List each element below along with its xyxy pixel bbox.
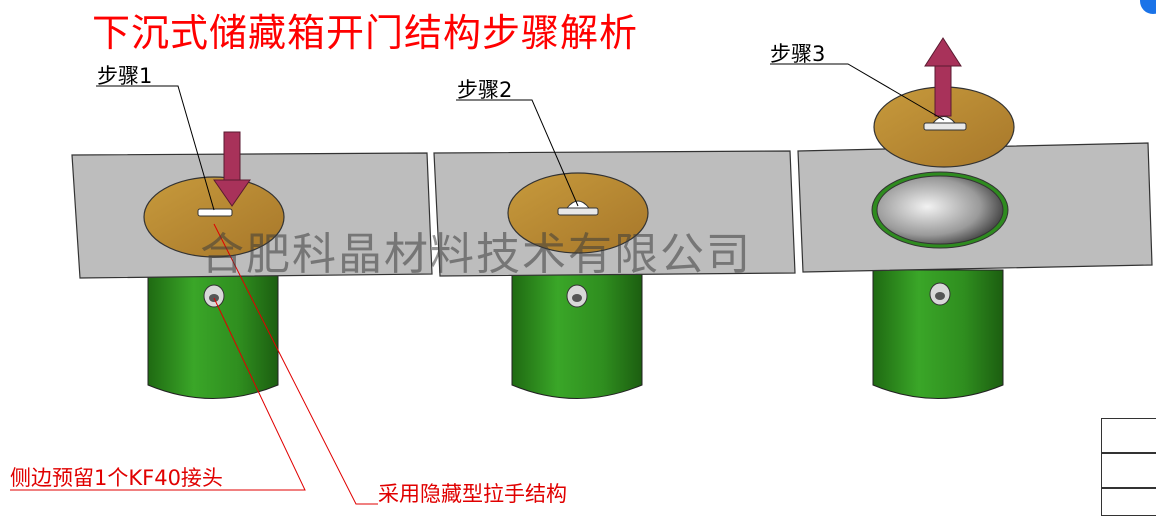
handle-annotation: 采用隐藏型拉手结构 <box>378 482 567 506</box>
handle-2 <box>557 207 599 216</box>
cylinder-1 <box>147 269 279 399</box>
arrow-down-icon <box>213 131 251 207</box>
handle-3 <box>923 122 967 131</box>
page-title: 下沉式储藏箱开门结构步骤解析 <box>92 11 639 55</box>
step3-label: 步骤3 <box>770 42 826 66</box>
watermark: 合肥科晶材料技术有限公司 <box>200 229 752 280</box>
step2-label: 步骤2 <box>457 78 513 102</box>
table-row <box>1101 418 1156 453</box>
cylinder-3 <box>872 269 1004 399</box>
unit-step1 <box>71 131 433 399</box>
table-row <box>1101 453 1156 488</box>
cylinder-2 <box>511 269 643 399</box>
corner-dot <box>1140 0 1156 14</box>
table-fragment <box>1101 418 1156 516</box>
annotation-leaders <box>10 223 378 505</box>
handle-1 <box>197 208 233 217</box>
unit-step3 <box>797 37 1153 399</box>
arrow-up-icon <box>924 37 962 117</box>
unit-step2 <box>433 150 796 399</box>
kf40-annotation: 侧边预留1个KF40接头 <box>10 466 223 490</box>
step-leaders <box>96 63 945 211</box>
opening-hole <box>876 175 1004 245</box>
step1-label: 步骤1 <box>97 64 153 88</box>
lid-1 <box>143 176 285 258</box>
table-row <box>1101 488 1156 516</box>
